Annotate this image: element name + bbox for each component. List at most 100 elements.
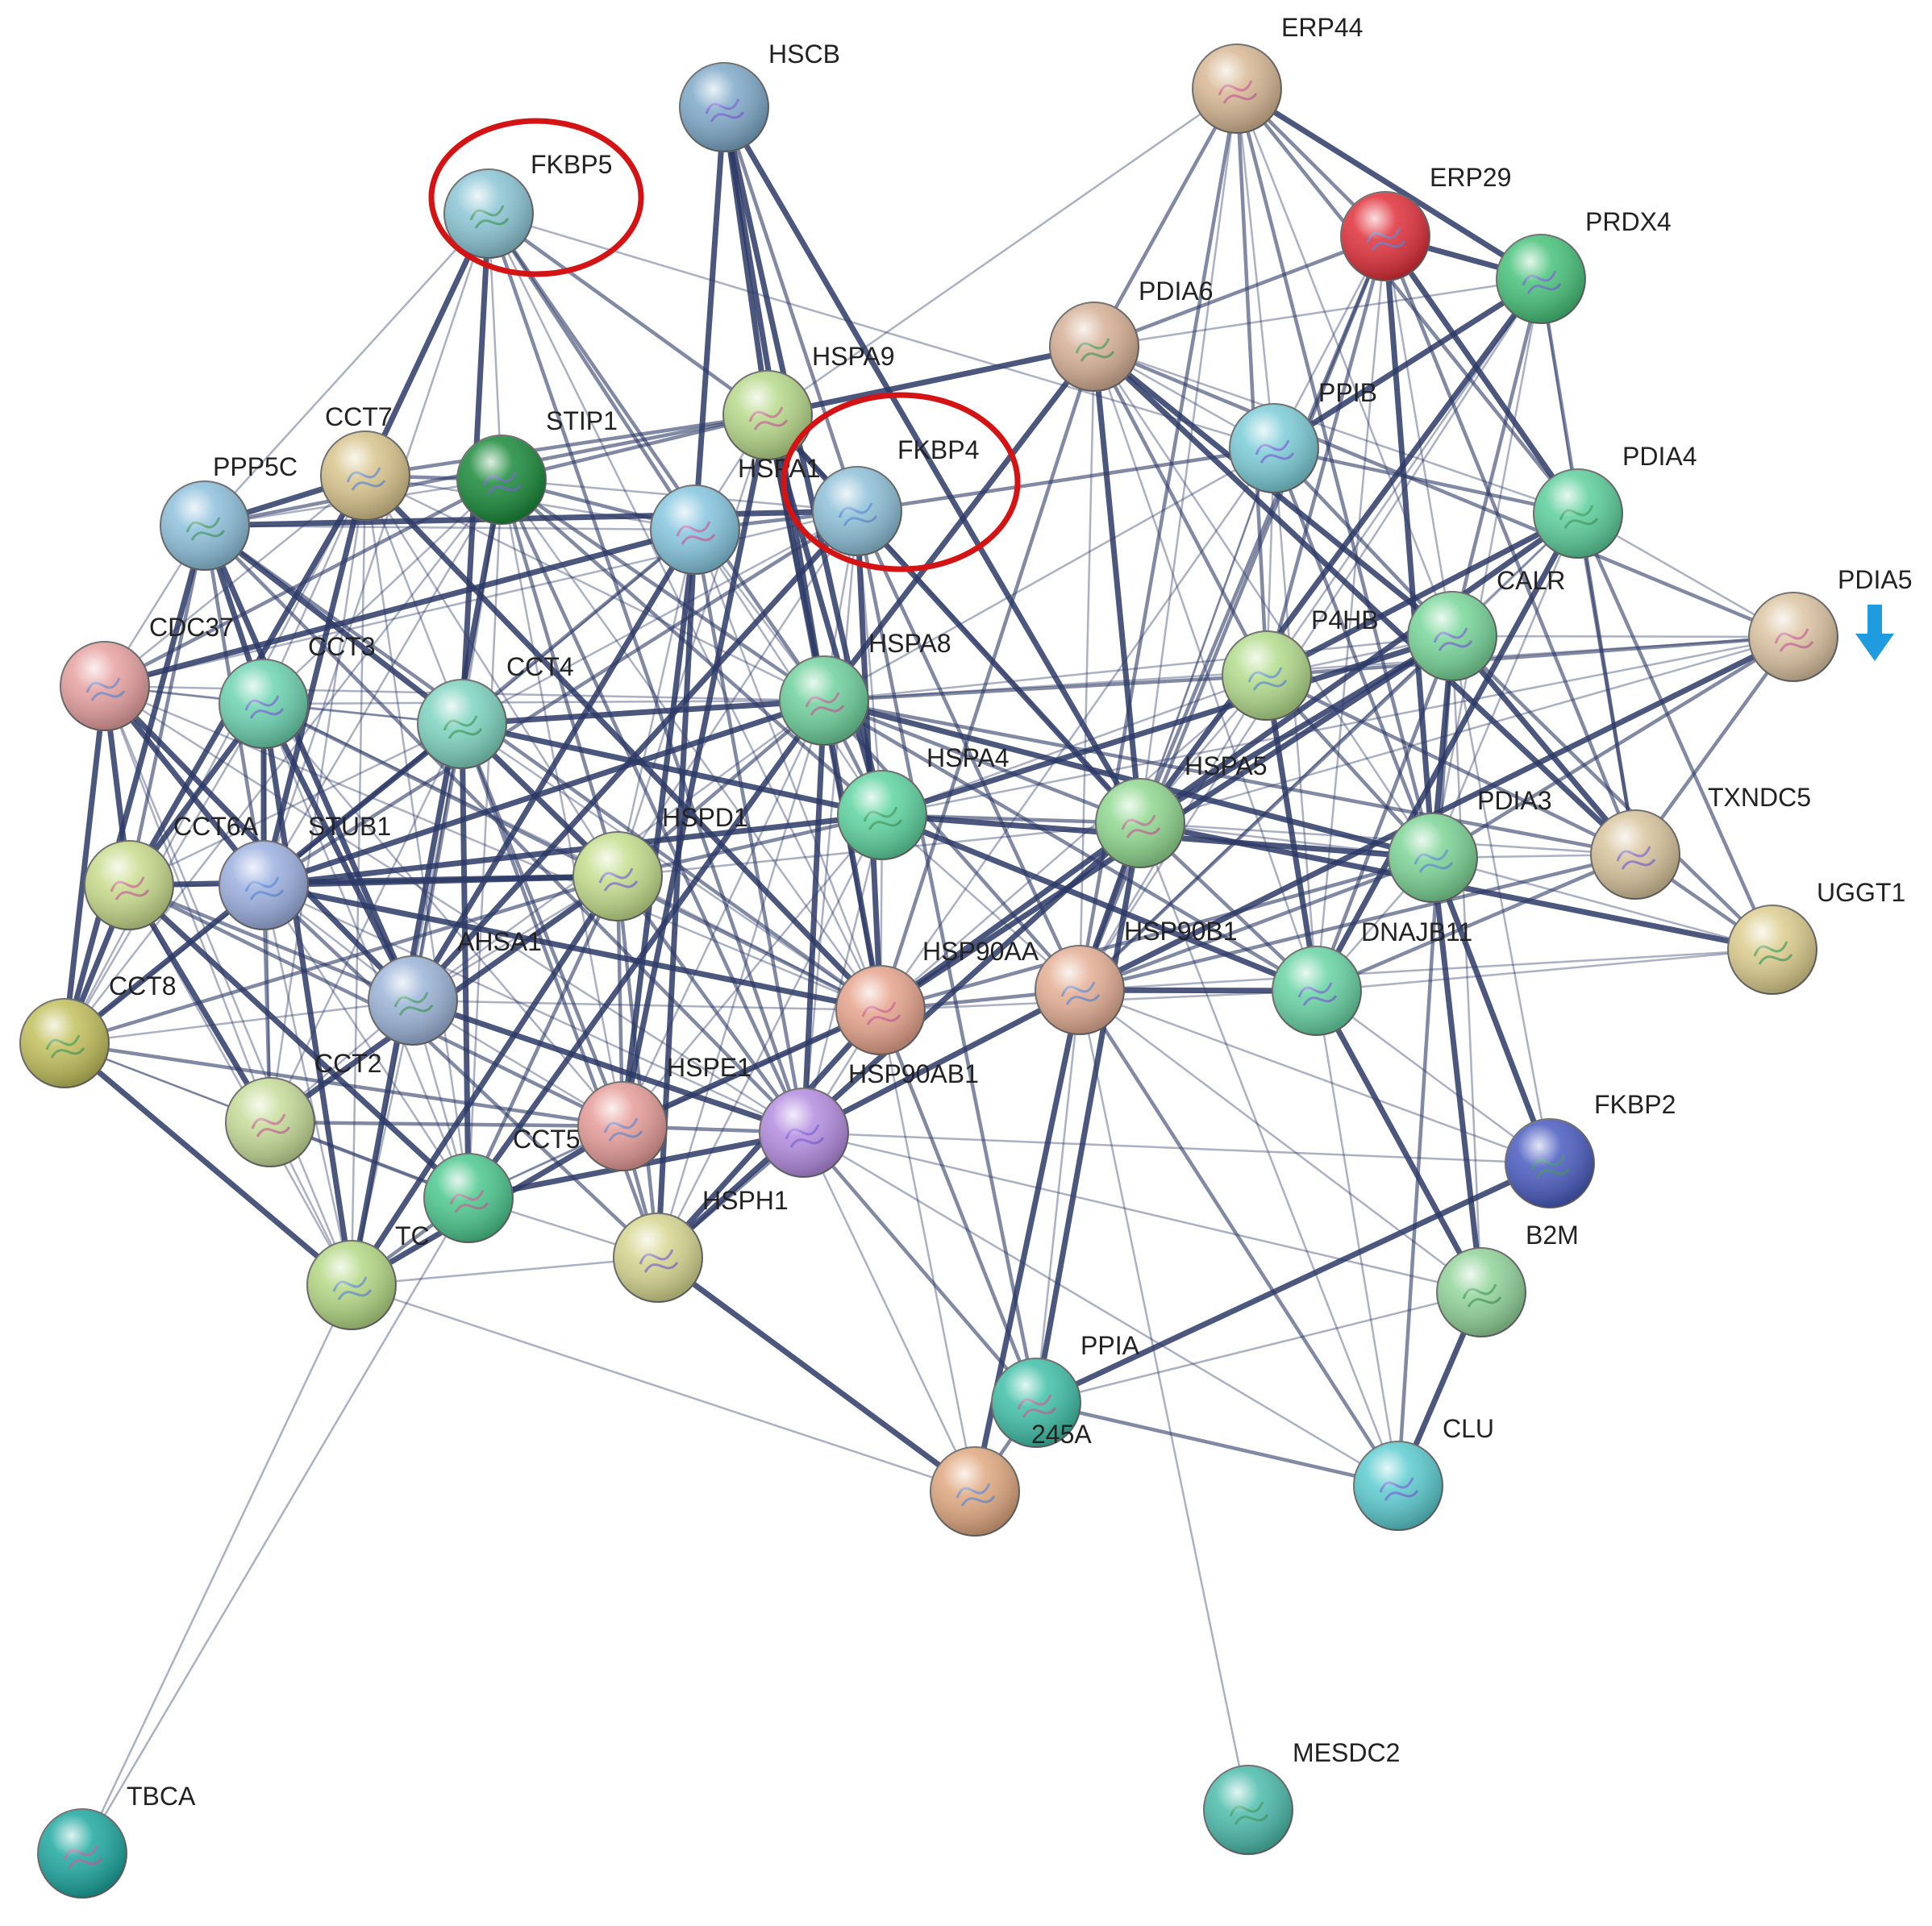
node-calr[interactable]: CALR: [1407, 566, 1565, 681]
edge-hspa8-p4hb: [823, 673, 1268, 703]
edge-prdx4-pdia6: [1093, 277, 1542, 348]
node-label: CCT2: [314, 1049, 382, 1078]
node-ppp5c[interactable]: PPP5C: [160, 452, 298, 571]
node-cct6a[interactable]: CCT6A: [84, 812, 259, 930]
node-p4hb[interactable]: P4HB: [1222, 605, 1379, 721]
node-hspa1[interactable]: HSPA1: [650, 454, 821, 575]
node-label: FKBP4: [897, 435, 979, 464]
node-fkbp2[interactable]: FKBP2: [1505, 1090, 1676, 1208]
node-stub1[interactable]: STUB1: [219, 812, 391, 930]
edge-calr-fkbp2: [1451, 635, 1551, 1164]
edge-hspa1-hspd1: [616, 529, 697, 877]
node-ppia[interactable]: PPIA: [991, 1331, 1140, 1448]
edge-ppia-b2m: [1035, 1291, 1482, 1404]
node-hspe1[interactable]: HSPE1: [577, 1053, 752, 1171]
edge-stip1-stub1: [262, 479, 503, 886]
node-cct2[interactable]: CCT2: [225, 1049, 382, 1167]
node-hsph1[interactable]: HSPH1: [613, 1186, 789, 1303]
edge-hspa5-txndc5: [1139, 822, 1636, 856]
node-b2m[interactable]: B2M: [1436, 1221, 1579, 1337]
node-hspa8[interactable]: HSPA8: [779, 629, 951, 746]
edge-pdia3-b2m: [1430, 857, 1484, 1293]
node-fkbp4[interactable]: FKBP4: [812, 435, 979, 556]
node-label: MESDC2: [1293, 1738, 1400, 1767]
node-label: TXNDC5: [1708, 783, 1811, 812]
node-gloss: [780, 656, 868, 745]
edge-hspa9-cct7: [364, 413, 768, 478]
edge-calr-hsp90b1: [1078, 634, 1454, 992]
node-245a[interactable]: 245A: [930, 1420, 1092, 1537]
edge-calr-uggt1: [1451, 634, 1774, 951]
node-hspa4[interactable]: HSPA4: [837, 743, 1010, 860]
node-hspa5[interactable]: HSPA5: [1095, 751, 1268, 868]
edge-hsp90ab1-245a: [802, 1132, 976, 1492]
node-uggt1[interactable]: UGGT1: [1727, 878, 1905, 995]
edge-cct8-tc: [62, 1041, 354, 1287]
edge-hspa8-calr: [823, 634, 1453, 702]
edge-pdia4-dnajb11: [1314, 512, 1581, 992]
edge-hspa1-hspa4: [693, 529, 884, 816]
edge-hspa8-hsp90ab1: [801, 700, 827, 1134]
node-ppib[interactable]: PPIB: [1229, 378, 1377, 493]
edge-hsp90ab1-fkbp2: [803, 1131, 1551, 1165]
edge-hspa8-txndc5: [823, 698, 1636, 857]
edge-stip1-hspe1: [500, 479, 624, 1127]
edge-erp29-calr: [1384, 235, 1454, 637]
edge-erp29-pdia6: [1093, 234, 1386, 349]
edge-pdia6-txndc5: [1092, 344, 1638, 857]
edge-hspa9-hspa4: [764, 414, 885, 816]
node-label: FKBP5: [531, 150, 612, 179]
edge-pdia6-pdia3: [1093, 346, 1434, 859]
node-mesdc2[interactable]: MESDC2: [1203, 1738, 1400, 1855]
node-hsp90ab1[interactable]: HSP90AB1: [759, 1059, 979, 1178]
node-stip1[interactable]: STIP1: [456, 406, 618, 525]
node-cct8[interactable]: CCT8: [19, 971, 177, 1088]
node-tbca[interactable]: TBCA: [37, 1782, 196, 1899]
edge-pdia6-pdia4: [1093, 345, 1579, 515]
edge-ppp5c-ahsa1: [202, 524, 416, 1002]
edge-pdia3-hsp90b1: [1079, 855, 1434, 992]
node-cct7[interactable]: CCT7: [320, 402, 410, 521]
edge-hsph1-245a: [656, 1255, 977, 1494]
node-cct5[interactable]: CCT5: [423, 1125, 581, 1243]
node-erp29[interactable]: ERP29: [1340, 163, 1511, 281]
node-hscb[interactable]: HSCB: [679, 40, 840, 152]
node-cdc37[interactable]: CDC37: [60, 613, 234, 731]
node-pdia5[interactable]: PDIA5: [1748, 565, 1912, 682]
edge-hspd1-cct5: [466, 876, 620, 1199]
edge-uggt1-dnajb11: [1316, 948, 1773, 992]
node-ahsa1[interactable]: AHSA1: [368, 927, 542, 1046]
edge-cct4-cct5: [459, 723, 472, 1199]
node-clu[interactable]: CLU: [1353, 1414, 1494, 1531]
node-gloss: [931, 1447, 1019, 1536]
node-cct3[interactable]: CCT3: [219, 632, 376, 749]
node-pdia3[interactable]: PDIA3: [1388, 786, 1551, 903]
node-txndc5[interactable]: TXNDC5: [1590, 783, 1811, 900]
node-tc[interactable]: TC: [306, 1221, 430, 1330]
node-gloss: [573, 832, 662, 921]
edge-hspa8-pdia3: [823, 697, 1434, 861]
interaction-edges: [61, 86, 1795, 1854]
edge-p4hb-hsp90aa: [880, 675, 1268, 1011]
node-label: 245A: [1031, 1420, 1092, 1449]
node-hspd1[interactable]: HSPD1: [573, 803, 748, 921]
node-hspa9[interactable]: HSPA9: [722, 342, 895, 460]
node-cct4[interactable]: CCT4: [417, 652, 574, 769]
node-prdx4[interactable]: PRDX4: [1496, 207, 1672, 324]
node-pdia6[interactable]: PDIA6: [1049, 277, 1213, 392]
node-gloss: [1497, 235, 1585, 323]
node-gloss: [307, 1241, 396, 1329]
node-pdia4[interactable]: PDIA4: [1533, 442, 1697, 559]
node-label: CLU: [1443, 1414, 1494, 1443]
node-hsp90b1[interactable]: HSP90B1: [1035, 917, 1238, 1035]
node-fkbp5[interactable]: FKBP5: [443, 150, 612, 259]
edge-hsp90b1-ppia: [1035, 989, 1081, 1404]
edge-hspa4-hspd1: [617, 813, 883, 879]
edge-cct7-cct8: [63, 475, 367, 1044]
node-hsp90aa[interactable]: HSP90AA: [835, 937, 1039, 1055]
edge-ppia-clu: [1035, 1400, 1399, 1488]
node-dnajb11[interactable]: DNAJB11: [1272, 917, 1472, 1036]
edge-ppib-pdia4: [1273, 446, 1579, 516]
node-gloss: [1193, 44, 1281, 133]
node-erp44[interactable]: ERP44: [1192, 13, 1363, 134]
